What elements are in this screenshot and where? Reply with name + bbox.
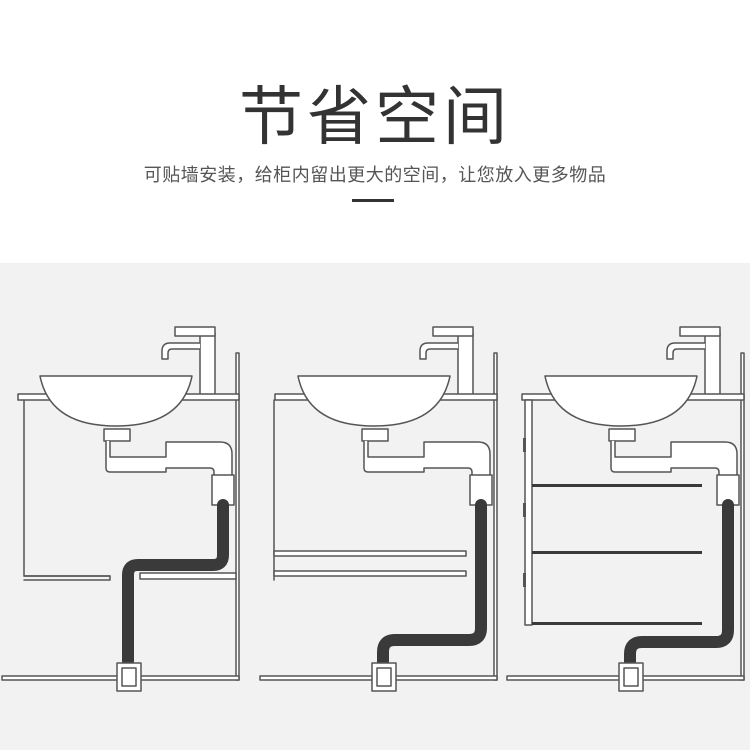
shelf: [139, 572, 237, 580]
drain-hose: [624, 499, 734, 673]
drain-hose: [122, 499, 229, 667]
basin: [297, 375, 451, 427]
drain-hose: [377, 499, 487, 673]
drain-pipe: [610, 440, 738, 485]
basin: [39, 375, 193, 427]
shelf: [273, 550, 467, 557]
wall: [235, 352, 240, 681]
cabinet-double-shelf: [259, 326, 498, 692]
faucet-icon: [666, 326, 721, 396]
basin: [544, 375, 698, 427]
shelf: [273, 570, 467, 577]
wall: [740, 352, 745, 681]
page-subtitle: 可贴墙安装，给柜内留出更大的空间，让您放入更多物品: [143, 165, 607, 186]
cabinet-diagram-svg: [1, 326, 745, 692]
title-divider: [352, 199, 394, 202]
header-section: 节省空间 可贴墙安装，给柜内留出更大的空间，让您放入更多物品: [0, 0, 750, 263]
cabinet-door-edge: [524, 399, 533, 626]
wall: [493, 352, 498, 681]
shelf: [532, 622, 702, 625]
cabinet-illustration: [0, 263, 750, 750]
shelf: [532, 484, 702, 487]
cabinet-drawers: [506, 326, 745, 692]
drain-nut: [361, 428, 389, 442]
drain-nut: [608, 428, 636, 442]
drain-nut: [103, 428, 131, 442]
drain-pipe: [105, 440, 233, 485]
shelf: [532, 551, 702, 554]
cabinet-frame: [23, 399, 111, 577]
drain-pipe: [363, 440, 491, 485]
faucet-icon: [419, 326, 474, 396]
cabinet-single-shelf: [1, 326, 240, 692]
page-title: 节省空间: [239, 81, 511, 155]
